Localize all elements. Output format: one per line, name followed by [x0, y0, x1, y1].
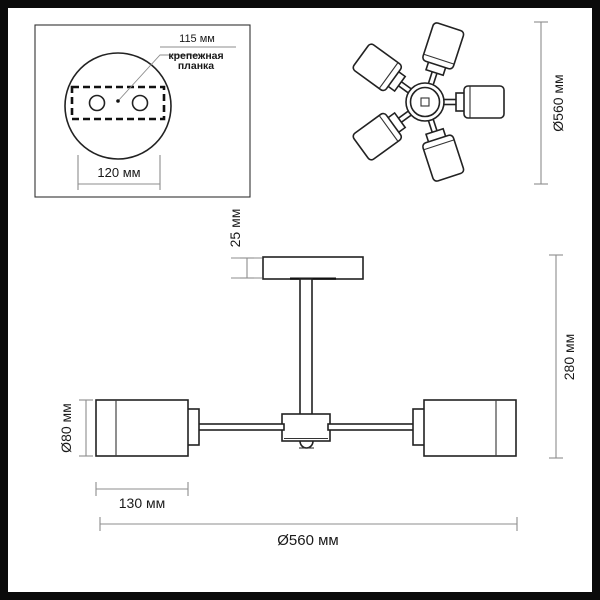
side-shade-right [423, 399, 517, 457]
dim-130mm-label: 130 мм [119, 495, 166, 511]
top-hub-outer-ring [405, 82, 445, 122]
dim-280mm [549, 254, 563, 459]
top-arm-3-shade-edge [379, 62, 399, 89]
top-arm-2-shade-edge [423, 53, 454, 65]
drop-rod [299, 278, 313, 416]
top-hub-inner-ring [409, 86, 441, 118]
bracket-hole-left [88, 94, 106, 112]
side-shade-left [95, 399, 189, 457]
dim-25mm [231, 257, 262, 279]
bracket-label-line1: крепежная [168, 50, 223, 62]
top-arm-4-shade [352, 112, 403, 161]
dim-top-560-label: Ø560 мм [550, 74, 566, 131]
side-arm-left-rod [195, 423, 285, 431]
bracket-hole-right [131, 94, 149, 112]
top-arm-2-shade [422, 22, 465, 70]
dim-280mm-label: 280 мм [561, 334, 577, 381]
callout-anchor-dot [116, 99, 120, 103]
ceiling-plate [262, 256, 364, 280]
side-elevation-view [95, 256, 517, 457]
callout-leader-line [117, 54, 205, 102]
mounting-plate-detail-view [34, 24, 251, 198]
hub-bottom-finial [299, 440, 314, 449]
top-arm-5-shade [422, 134, 465, 182]
side-arm-right-rod [327, 423, 417, 431]
dim-115mm-label: 115 мм [179, 33, 215, 45]
side-hub-body [281, 413, 331, 442]
detail-view-border [34, 24, 251, 198]
ceiling-cup-circle [64, 52, 172, 160]
dim-bottom-560 [99, 517, 518, 531]
dim-120mm-label: 120 мм [97, 165, 140, 180]
top-view-five-arm [352, 22, 505, 182]
mounting-bracket-dashed [70, 85, 166, 121]
dim-bottom-560-label: Ø560 мм [277, 532, 339, 549]
top-arm-5-shade-edge [423, 139, 454, 151]
top-hub-center-square [420, 97, 430, 107]
dim-80mm [79, 399, 93, 457]
top-arm-5 [421, 100, 465, 182]
top-arm-1-shade [463, 85, 505, 119]
dim-80mm-label: Ø80 мм [58, 403, 74, 453]
top-arm-4-shade-edge [379, 115, 399, 142]
top-arm-3-shade [352, 43, 403, 92]
bracket-label-line2: планка [178, 60, 214, 72]
dim-130mm [95, 482, 189, 496]
dim-top-560 [534, 21, 548, 185]
dim-25mm-label: 25 мм [227, 209, 243, 248]
